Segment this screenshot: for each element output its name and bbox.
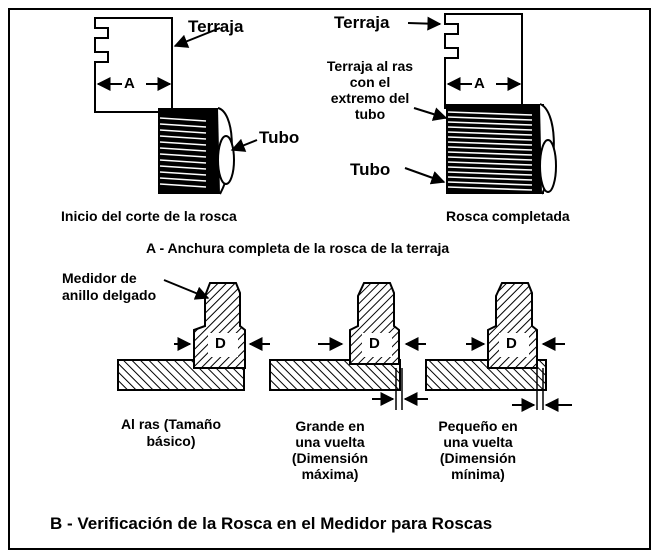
- right-thread-line: [447, 166, 533, 171]
- left-thread-line: [159, 135, 207, 140]
- left-thread-line: [159, 123, 207, 128]
- left-thread-line: [159, 159, 207, 164]
- left-thread-line: [159, 171, 207, 176]
- right-thread-line: [447, 186, 533, 191]
- right-thread-line: [447, 151, 533, 156]
- right-thread-line: [447, 131, 533, 136]
- right-thread-line: [447, 111, 533, 116]
- right-die-label: Terraja: [334, 13, 390, 32]
- gauge-2-caption: Grande en una vuelta (Dimensión máxima): [291, 418, 369, 482]
- right-thread-line: [447, 181, 533, 186]
- right-thread-line: [447, 156, 533, 161]
- left-thread-line: [159, 117, 207, 122]
- left-caption: Inicio del corte de la rosca: [61, 208, 237, 224]
- right-thread-line: [447, 146, 533, 151]
- right-pipe-label: Tubo: [350, 160, 391, 179]
- left-pipe-drawing: [158, 107, 235, 195]
- left-thread-line: [159, 141, 207, 146]
- gauge-3-caption: Pequeño en una vuelta (Dimensión mínima): [438, 418, 518, 482]
- gauge-1-marker: D: [215, 335, 226, 352]
- left-thread-line: [159, 129, 207, 134]
- right-thread-line: [447, 171, 533, 176]
- right-pipe-pointer: [404, 167, 446, 185]
- right-die-drawing: [444, 13, 523, 109]
- right-thread-line: [447, 176, 533, 181]
- left-pipe-label: Tubo: [259, 128, 300, 147]
- left-width-marker: A: [124, 75, 135, 92]
- section-b-caption: B - Verificación de la Rosca en el Medid…: [50, 514, 493, 533]
- right-thread-line: [447, 161, 533, 166]
- right-flush-pointer: [413, 107, 448, 121]
- right-width-marker: A: [474, 75, 485, 92]
- left-thread-line: [159, 153, 207, 158]
- figure-frame: [8, 8, 651, 550]
- gauge-label: Medidor de anillo delgado: [62, 270, 157, 303]
- gauge-3-marker: D: [506, 335, 517, 352]
- right-thread-line: [447, 116, 533, 121]
- gauge-1-caption: Al ras (Tamaño básico): [120, 416, 222, 449]
- left-thread-line: [159, 183, 207, 188]
- section-a-caption: A - Anchura completa de la rosca de la t…: [146, 240, 450, 256]
- right-thread-line: [447, 141, 533, 146]
- left-die-pointer: [173, 27, 221, 48]
- right-thread-line: [447, 121, 533, 126]
- left-thread-line: [159, 147, 207, 152]
- gauge-2-drawing: [269, 282, 428, 410]
- gauge-label-pointer: [163, 279, 210, 300]
- gauge-3-drawing: [425, 282, 572, 412]
- gauge-1-drawing: [117, 282, 270, 391]
- left-thread-line: [159, 165, 207, 170]
- right-thread-line: [447, 126, 533, 131]
- left-thread-line: [159, 177, 207, 182]
- left-pipe-pointer: [230, 138, 258, 152]
- right-caption: Rosca completada: [446, 208, 570, 224]
- right-flush-note: Terraja al ras con el extremo del tubo: [326, 58, 414, 122]
- right-die-pointer: [407, 16, 442, 31]
- left-die-label: Terraja: [188, 17, 244, 36]
- left-die-drawing: [94, 17, 173, 113]
- right-pipe-drawing: [446, 103, 557, 195]
- gauge-2-marker: D: [369, 335, 380, 352]
- right-thread-line: [447, 136, 533, 141]
